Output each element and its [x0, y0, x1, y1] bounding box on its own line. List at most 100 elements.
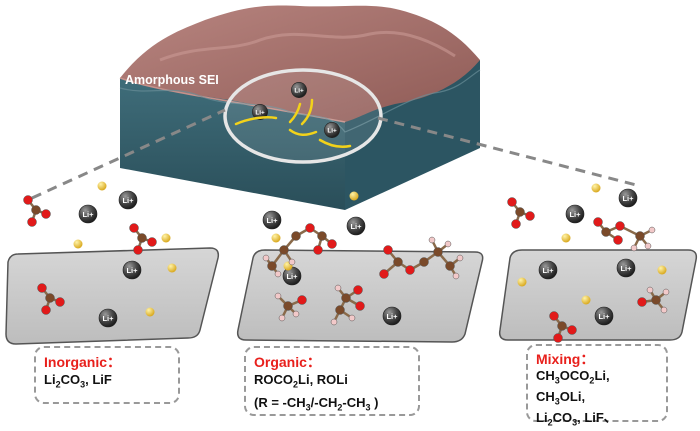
- arrow-3: [234, 116, 278, 126]
- li-ion: Li+: [538, 260, 558, 280]
- atom-h: [644, 242, 652, 250]
- atom-h: [278, 314, 286, 322]
- atom-h: [456, 254, 464, 262]
- atom-c: [137, 233, 147, 243]
- atom-o: [55, 297, 65, 307]
- li-ion: Li+: [594, 306, 614, 326]
- molecule: [23, 195, 51, 227]
- li-ion: Li+: [618, 188, 638, 208]
- lif-dot: [591, 183, 601, 193]
- panel-formula-line: Li2CO3, LiF: [44, 372, 112, 390]
- molecule: [129, 223, 157, 255]
- molecule: [593, 217, 656, 252]
- projection-lines: [31, 108, 641, 200]
- molecule: [379, 236, 464, 280]
- panel-heading: Mixing：: [536, 351, 595, 367]
- atom-c: [45, 293, 55, 303]
- li-ion: Li+: [122, 260, 142, 280]
- li-ion-label: Li+: [286, 272, 298, 281]
- atom-h: [348, 314, 356, 322]
- li-ion-label: Li+: [386, 312, 398, 321]
- atom-o: [405, 265, 415, 275]
- lif-dot: [145, 307, 155, 317]
- atom-o: [305, 223, 315, 233]
- li-ion-label: Li+: [255, 110, 265, 117]
- sei-slab: Amorphous SEI: [119, 5, 481, 210]
- atom-c: [31, 205, 41, 215]
- atom-h: [444, 240, 452, 248]
- atom-c: [341, 293, 351, 303]
- li-ion: Li+: [118, 190, 138, 210]
- atom-o: [327, 239, 337, 249]
- molecule: [507, 197, 535, 229]
- slab-terrain-ridge: [159, 30, 456, 62]
- projection-line-right: [377, 116, 641, 188]
- atom-o: [549, 311, 559, 321]
- li-ion-label: Li+: [598, 312, 610, 321]
- li-ion-label: Li+: [126, 266, 138, 275]
- atom-o: [553, 333, 563, 343]
- atom-c: [433, 247, 443, 257]
- lif-dot: [161, 233, 171, 243]
- atom-o: [355, 301, 365, 311]
- molecule: [274, 292, 307, 322]
- atom-c: [419, 257, 429, 267]
- panel-heading: Inorganic：: [44, 354, 122, 370]
- atom-o: [511, 219, 521, 229]
- atom-c: [283, 301, 293, 311]
- plate-inorganic: [5, 247, 220, 345]
- atom-o: [567, 325, 577, 335]
- panel-formula-line: (R = -CH3/-CH2-CH3 ): [254, 394, 379, 413]
- lif-dot: [97, 181, 107, 191]
- panel-formula-line: ROCO2Li, ROLi: [254, 372, 348, 390]
- atom-c: [393, 257, 403, 267]
- atom-o: [637, 297, 647, 307]
- li-ion: Li+: [324, 122, 340, 138]
- arrow-2: [300, 98, 314, 126]
- lif-dot: [349, 191, 359, 201]
- atom-h: [288, 258, 296, 266]
- li-ion-label: Li+: [122, 196, 134, 205]
- atom-o: [41, 209, 51, 219]
- atom-o: [133, 245, 143, 255]
- atom-h: [274, 270, 282, 278]
- atom-o: [379, 269, 389, 279]
- li-ion: Li+: [98, 308, 118, 328]
- panel-formula-line: Li2CO3, LiF、: [536, 409, 617, 428]
- arrow-4: [318, 138, 352, 148]
- slab-side-wave: [119, 69, 481, 133]
- atom-h: [630, 244, 638, 252]
- atom-h: [292, 310, 300, 318]
- li-ions: Li+ Li+ Li+ Li+ Li+ Li+ Li+ Li+ Li+ Li+ Li+ Li+ Li+ L…: [78, 82, 638, 328]
- atom-o: [525, 211, 535, 221]
- lif-dot: [271, 233, 281, 243]
- li-ion-label: Li+: [620, 264, 632, 273]
- label-box-inorganic: Inorganic： Li2CO3, LiF: [34, 346, 180, 404]
- atom-c: [515, 207, 525, 217]
- atom-c: [557, 321, 567, 331]
- li-ion-label: Li+: [350, 222, 362, 231]
- molecules: [23, 195, 670, 343]
- li-ion: Li+: [78, 204, 98, 224]
- atom-h: [330, 318, 338, 326]
- panel-formula-line: CH3OLi,: [536, 388, 586, 407]
- atom-c: [317, 231, 327, 241]
- atom-c: [267, 261, 277, 271]
- molecule: [330, 284, 365, 326]
- atom-o: [507, 197, 517, 207]
- molecule: [549, 311, 577, 343]
- li-ion-label: Li+: [622, 194, 634, 203]
- atom-c: [445, 261, 455, 271]
- li-ion-label: Li+: [569, 210, 581, 219]
- li-ion: Li+: [382, 306, 402, 326]
- lif-dot: [517, 277, 527, 287]
- li-ion-label: Li+: [542, 266, 554, 275]
- sei-label: Amorphous SEI: [125, 73, 219, 87]
- molecule: [637, 286, 670, 314]
- lif-dot: [657, 265, 667, 275]
- atom-h: [646, 286, 654, 294]
- atom-o: [613, 235, 623, 245]
- molecule: [262, 223, 337, 278]
- focus-ellipse: [223, 68, 383, 164]
